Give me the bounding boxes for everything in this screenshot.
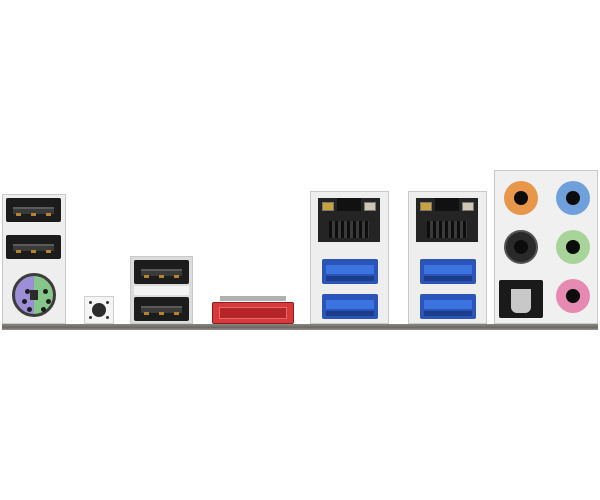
usb2-port[interactable] (134, 297, 189, 321)
audio-jack-black[interactable] (504, 230, 538, 264)
spdif-optical-port[interactable] (499, 280, 543, 318)
esata-port[interactable] (212, 302, 294, 324)
button-cap (92, 303, 106, 317)
usb3-port[interactable] (420, 259, 476, 284)
usb3-port[interactable] (420, 294, 476, 319)
usb-divider (134, 286, 189, 295)
audio-jack-orange[interactable] (504, 181, 538, 215)
io-shield-baseline (2, 324, 598, 330)
usb2-port[interactable] (6, 198, 61, 222)
audio-jack-blue[interactable] (556, 181, 590, 215)
ps2-port[interactable] (12, 273, 56, 317)
audio-jack-pink[interactable] (556, 279, 590, 313)
lan-port[interactable] (416, 198, 478, 242)
lan-port[interactable] (318, 198, 380, 242)
usb2-port[interactable] (134, 260, 189, 284)
audio-jack-green[interactable] (556, 230, 590, 264)
usb3-port[interactable] (322, 259, 378, 284)
clear-cmos-button[interactable] (84, 296, 114, 324)
esata-bracket (220, 296, 286, 301)
usb3-port[interactable] (322, 294, 378, 319)
usb2-port[interactable] (6, 235, 61, 259)
